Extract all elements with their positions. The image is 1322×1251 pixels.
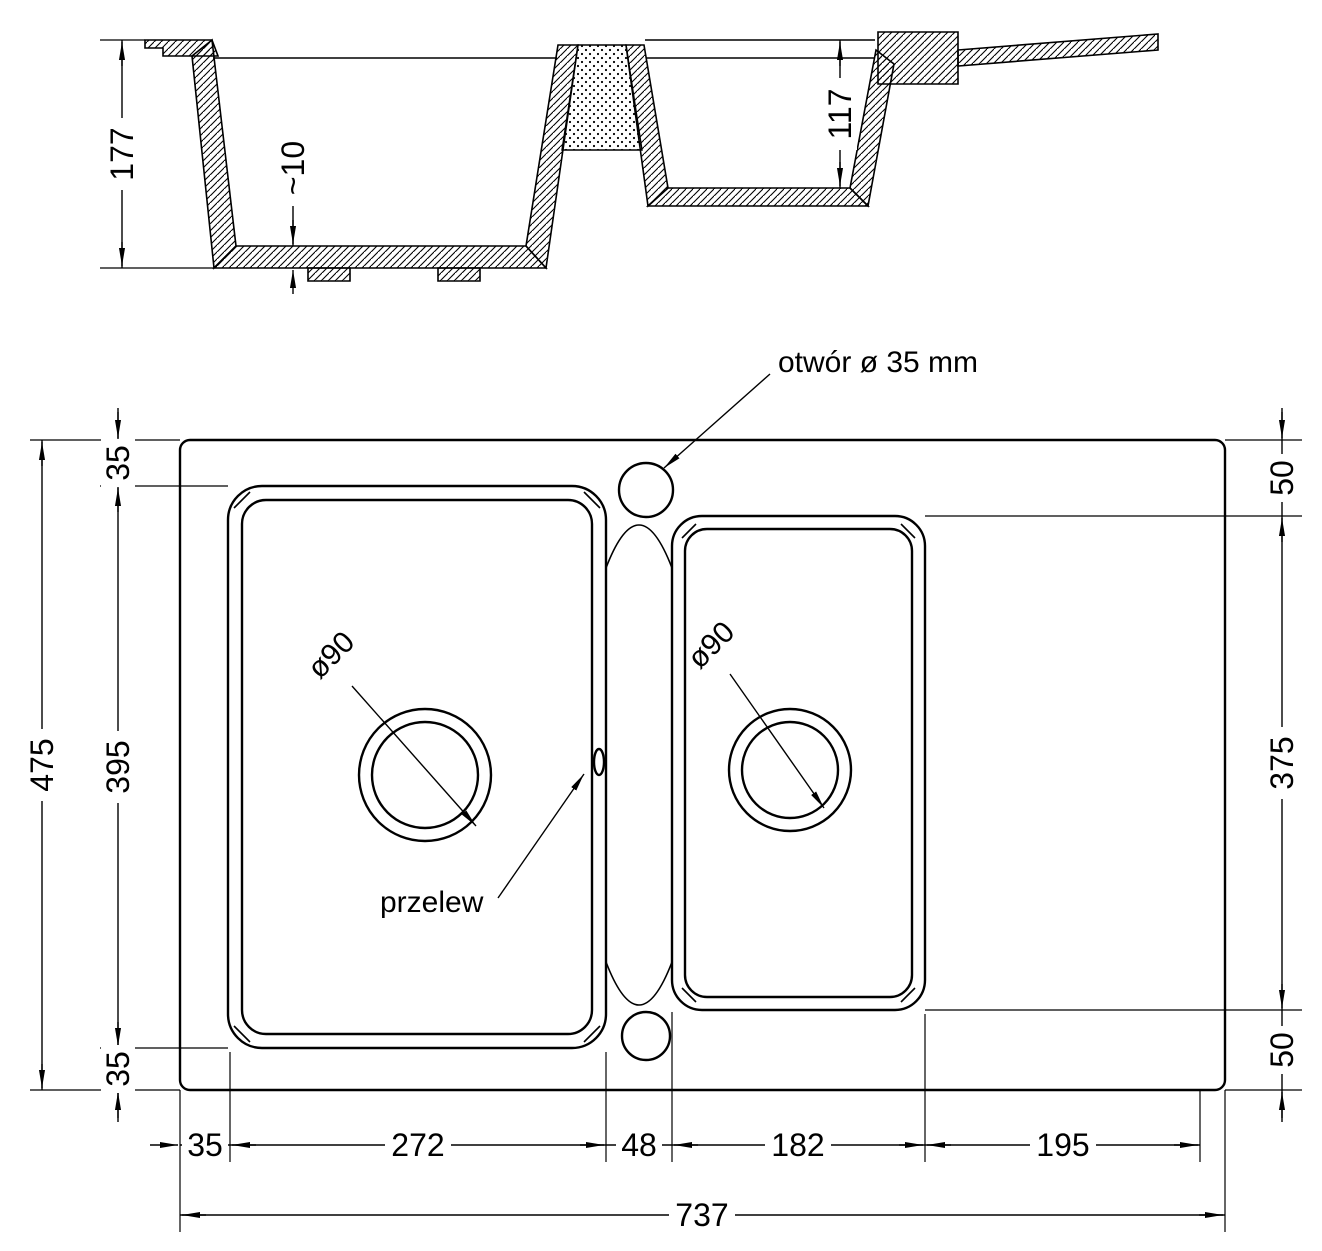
dim-total-width: 737	[180, 1197, 1225, 1233]
dim-label-35-top: 35	[100, 445, 136, 481]
dim-depth-total: 177	[100, 39, 214, 269]
left-bowl	[226, 484, 608, 1050]
extension-lines	[30, 439, 1302, 1232]
dim-label-475: 475	[24, 738, 60, 791]
dim-bottom-thickness: ~10	[275, 130, 311, 294]
overflow-label: przelew	[380, 886, 484, 919]
dim-label-117: 117	[822, 88, 858, 139]
section-pad-1	[307, 267, 351, 282]
dim-label-seg-35: 35	[187, 1127, 223, 1163]
dim-label-50-bottom: 50	[1264, 1032, 1300, 1068]
section-right-bottom	[645, 187, 870, 207]
neck-contours	[605, 524, 673, 1006]
section-back-edges	[213, 39, 875, 59]
section-stipple-core	[561, 44, 643, 151]
section-left-wall	[191, 38, 237, 270]
dim-label-375: 375	[1264, 736, 1300, 789]
dim-label-35-bottom: 35	[100, 1051, 136, 1087]
overflow-slot	[592, 747, 606, 777]
section-shell	[144, 31, 1159, 282]
right-drain	[727, 707, 853, 833]
dim-label-seg-195: 195	[1036, 1127, 1089, 1163]
dim-label-395: 395	[100, 740, 136, 793]
dim-label-177: 177	[104, 127, 140, 180]
dim-bottom-row: 35 272 48 182 195	[150, 1127, 1200, 1163]
section-divider-left-wall	[525, 44, 579, 270]
dim-depth-right: 117	[822, 40, 858, 188]
dim-label-seg-48: 48	[621, 1127, 657, 1163]
left-drain	[357, 707, 493, 843]
faucet-hole-label: otwór ø 35 mm	[778, 346, 978, 379]
section-deck-block	[877, 31, 959, 85]
faucet-hole	[617, 461, 675, 519]
plan-view: otwór ø 35 mm przelew ø90 ø90	[24, 346, 1302, 1233]
dim-label-50-top: 50	[1264, 460, 1300, 496]
right-bowl	[670, 514, 927, 1012]
dim-label-seg-272: 272	[391, 1127, 444, 1163]
annotation-overflow: przelew	[380, 773, 585, 919]
bottom-hole	[620, 1010, 672, 1062]
dim-right-column: 50 375 50	[1264, 408, 1300, 1122]
section-left-bottom	[212, 245, 548, 269]
section-pad-2	[437, 267, 481, 282]
dim-left-column: 35 395 35	[100, 408, 136, 1122]
dim-label-seg-182: 182	[771, 1127, 824, 1163]
annotation-faucet-hole: otwór ø 35 mm	[663, 346, 978, 469]
sink-outline	[178, 438, 1227, 1092]
dim-label-10: ~10	[275, 141, 311, 195]
dim-label-737: 737	[675, 1197, 728, 1233]
section-view: 177 ~10 117	[100, 31, 1159, 294]
dim-total-height: 475	[24, 440, 60, 1090]
section-drainboard-slab	[957, 33, 1159, 67]
